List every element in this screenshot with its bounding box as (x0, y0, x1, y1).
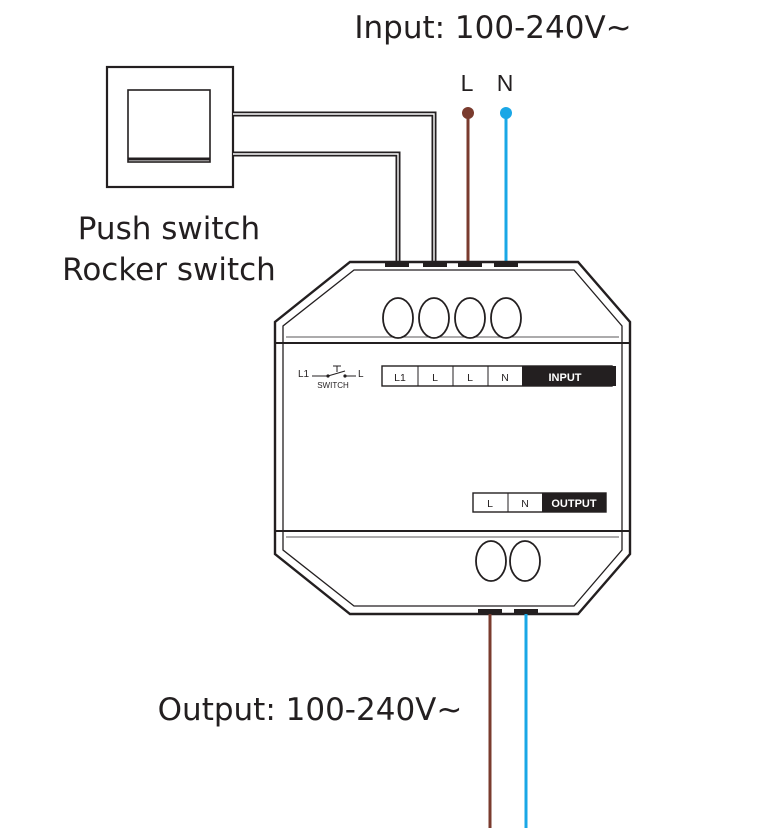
switch-symbol-left: L1 (298, 369, 310, 380)
module-outline-inner (282, 269, 623, 607)
switch-caption-line2: Rocker switch (62, 252, 276, 288)
switch-symbol-caption: SWITCH (317, 381, 349, 390)
output-wires (488, 614, 528, 828)
switch-wire-inner (233, 151, 401, 264)
module-body: L1 L SWITCH L1 L L N INPUT (273, 260, 632, 616)
input-label-bg (522, 366, 608, 386)
output-caption: Output: 100-240V~ (158, 692, 463, 728)
input-block-end (608, 366, 616, 386)
switch-wire-outer-core (233, 113, 435, 264)
switch-wires (233, 111, 437, 264)
input-terminal-l: L (432, 372, 438, 384)
switch-wire-outer (233, 111, 437, 264)
output-terminal-block: L N OUTPUT (472, 492, 607, 513)
switch-symbol-blade (327, 370, 346, 377)
entry-marker (478, 609, 502, 614)
module-outline-outer (273, 260, 632, 616)
wall-switch (105, 65, 235, 189)
switch-rocker (127, 89, 211, 163)
wire-n-label: N (497, 70, 514, 96)
terminal-screw (418, 297, 450, 339)
input-terminal-n: N (501, 372, 509, 384)
entry-marker (514, 609, 538, 614)
input-terminal-l: L (467, 372, 473, 384)
output-block-label: OUTPUT (551, 498, 597, 510)
output-terminal-l: L (487, 498, 493, 510)
terminal-screw (509, 540, 541, 582)
output-label-bg (542, 493, 606, 512)
switch-wire-inner-core (233, 153, 399, 264)
entry-marker (494, 262, 518, 267)
input-neutral-dot (500, 107, 512, 119)
entry-marker (458, 262, 482, 267)
terminal-screw (475, 540, 507, 582)
switch-caption-line1: Push switch (78, 211, 260, 247)
entry-marker (423, 262, 447, 267)
input-wires (462, 107, 512, 266)
output-terminal-n: N (521, 498, 529, 510)
terminal-screw (454, 297, 486, 339)
input-caption: Input: 100-240V~ (354, 10, 631, 46)
input-terminal-block: L1 L L N INPUT (381, 365, 616, 387)
switch-symbol: L1 L SWITCH (298, 365, 364, 390)
terminal-screw (490, 297, 522, 339)
input-terminal-l1: L1 (394, 372, 406, 384)
input-live-dot (462, 107, 474, 119)
entry-marker (385, 262, 409, 267)
input-block-label: INPUT (549, 372, 582, 384)
switch-symbol-contact (343, 374, 347, 378)
wire-l-label: L (461, 70, 474, 96)
switch-symbol-right: L (358, 369, 364, 380)
terminal-screw (382, 297, 414, 339)
